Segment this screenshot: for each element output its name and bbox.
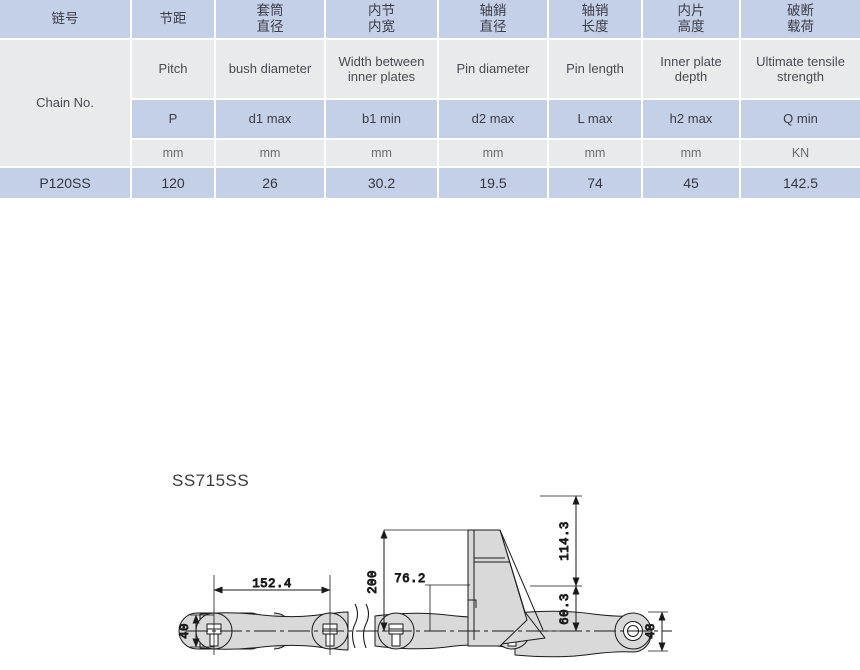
unit-bush-diameter: mm <box>215 139 326 168</box>
header-cn-chain-no: 链号 <box>0 0 132 40</box>
cad-drawing-svg: 152.4 40 200 <box>178 495 672 658</box>
unit-inner-width: mm <box>325 139 439 168</box>
value-tensile-strength: 142.5 <box>740 167 860 200</box>
dim-end-height: 48 <box>644 611 668 652</box>
break-line-side <box>351 603 370 649</box>
header-en-inner-width: Width between inner plates <box>325 39 439 100</box>
dim-attach-total-text: 200 <box>366 570 380 594</box>
header-en-pin-length: Pin length <box>548 39 643 100</box>
dim-lower-height: 60.3 <box>530 585 582 632</box>
dim-plate-height: 40 <box>178 614 214 648</box>
header-cn-plate-depth: 内片高度 <box>642 0 741 40</box>
value-pin-diameter: 19.5 <box>438 167 549 200</box>
drawing-title: SS715SS <box>172 471 250 490</box>
dim-attach-offset-text: 76.2 <box>394 572 426 586</box>
header-en-bush-diameter: bush diameter <box>215 39 326 100</box>
header-cn-bush-diameter: 套筒直径 <box>215 0 326 40</box>
value-chain-no: P120SS <box>0 167 132 200</box>
symbol-bush-diameter: d1 max <box>215 99 326 140</box>
unit-plate-depth: mm <box>642 139 741 168</box>
header-en-tensile-strength: Ultimate tensile strength <box>740 39 860 100</box>
dim-end-height-text: 48 <box>644 623 658 639</box>
unit-pin-diameter: mm <box>438 139 549 168</box>
table-row-values: P120SS 120 26 30.2 19.5 74 45 142.5 <box>0 167 860 200</box>
unit-pitch: mm <box>131 139 216 168</box>
unit-tensile-strength: KN <box>740 139 860 168</box>
chain-spec-table: 链号 节距 套筒直径 内节内宽 轴銷直径 轴销长度 内片高度 破断载荷 Chai… <box>0 0 860 200</box>
dim-pitch: 152.4 <box>213 577 331 594</box>
value-pitch: 120 <box>131 167 216 200</box>
dim-upper-height-text: 114.3 <box>558 521 572 561</box>
symbol-pitch: P <box>131 99 216 140</box>
table-row-symbols: P d1 max b1 min d2 max L max h2 max Q mi… <box>0 99 860 140</box>
dim-pitch-text: 152.4 <box>252 577 292 591</box>
side-elevation-view: 152.4 40 200 <box>178 495 672 658</box>
table-row-header-cn: 链号 节距 套筒直径 内节内宽 轴銷直径 轴销长度 内片高度 破断载荷 <box>0 0 860 40</box>
unit-pin-length: mm <box>548 139 643 168</box>
header-cn-pin-diameter: 轴銷直径 <box>438 0 549 40</box>
table-row-units: mm mm mm mm mm mm KN <box>0 139 860 168</box>
symbol-inner-width: b1 min <box>325 99 439 140</box>
symbol-pin-diameter: d2 max <box>438 99 549 140</box>
header-cn-pitch: 节距 <box>131 0 216 40</box>
attachment-bracket <box>467 529 546 647</box>
header-en-pin-diameter: Pin diameter <box>438 39 549 100</box>
header-en-chain-no: Chain No. <box>0 39 132 168</box>
header-en-pitch: Pitch <box>131 39 216 100</box>
value-inner-width: 30.2 <box>325 167 439 200</box>
chain-link-plates <box>178 610 652 658</box>
table-row-header-en: Chain No. Pitch bush diameter Width betw… <box>0 39 860 168</box>
symbol-plate-depth: h2 max <box>642 99 741 140</box>
dim-lower-height-text: 60.3 <box>558 593 572 625</box>
symbol-tensile-strength: Q min <box>740 99 860 140</box>
dim-upper-height: 114.3 <box>530 495 582 587</box>
value-bush-diameter: 26 <box>215 167 326 200</box>
engineering-drawing: SS715SS <box>0 200 860 670</box>
header-en-plate-depth: Inner plate depth <box>642 39 741 100</box>
value-plate-depth: 45 <box>642 167 741 200</box>
header-cn-inner-width: 内节内宽 <box>325 0 439 40</box>
dim-plate-height-text: 40 <box>178 623 192 639</box>
header-cn-pin-length: 轴销长度 <box>548 0 643 40</box>
value-pin-length: 74 <box>548 167 643 200</box>
header-cn-tensile-strength: 破断载荷 <box>740 0 860 40</box>
symbol-pin-length: L max <box>548 99 643 140</box>
dim-attach-total: 200 <box>366 529 470 632</box>
dim-attach-offset: 76.2 <box>394 572 470 631</box>
